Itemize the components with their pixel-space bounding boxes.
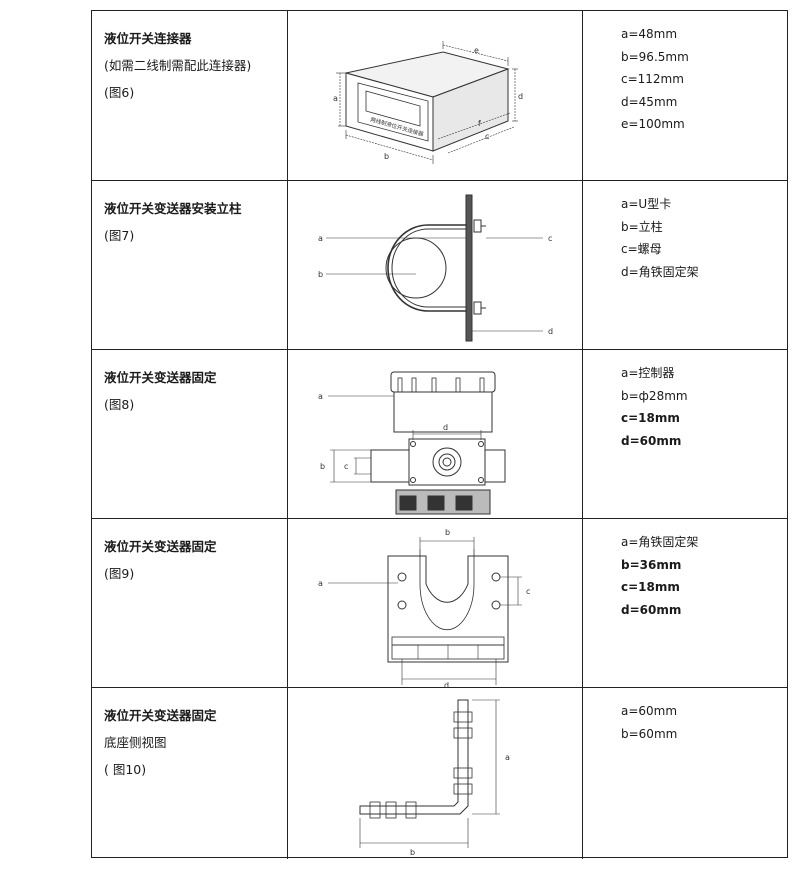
spec-line: b=立柱: [621, 219, 663, 234]
dim-label-a: a: [318, 579, 323, 588]
row-title-cell: 液位开关连接器 (如需二线制需配此连接器) (图6): [92, 11, 288, 180]
dim-label-c: c: [485, 132, 489, 141]
dim-label-b: b: [320, 462, 325, 471]
spec-line: d=45mm: [621, 94, 678, 109]
row-title-line: 液位开关变送器固定: [104, 370, 217, 385]
row-title-line: ( 图10): [104, 762, 147, 777]
table-row: 液位开关变送器安装立柱 (图7) a: [92, 181, 787, 350]
row-title-line: (图7): [104, 228, 135, 243]
row-title-cell: 液位开关变送器固定 (图8): [92, 350, 288, 518]
spec-cell: a=角铁固定架 b=36mm c=18mm d=60mm: [583, 519, 787, 687]
dim-label-d: d: [518, 92, 523, 101]
dim-label-a: a: [505, 753, 510, 762]
dim-label-c: c: [344, 462, 348, 471]
row-title-line: 底座侧视图: [104, 735, 167, 750]
controller-fixing-drawing: a b c d: [318, 371, 506, 515]
table-row: 液位开关变送器固定 (图8): [92, 350, 787, 519]
spec-line: d=角铁固定架: [621, 264, 699, 279]
spec-cell: a=48mm b=96.5mm c=112mm d=45mm e=100mm: [583, 11, 787, 180]
dim-label-c: c: [548, 234, 552, 243]
spec-line: b=96.5mm: [621, 49, 689, 64]
table-row: 液位开关变送器固定 底座侧视图 ( 图10): [92, 688, 787, 859]
row-title-line: 液位开关变送器固定: [104, 708, 217, 723]
dim-label-d: d: [548, 327, 553, 336]
dim-label-a: a: [318, 392, 323, 401]
spec-line: a=控制器: [621, 366, 675, 380]
spec-line: d=60mm: [621, 602, 682, 617]
table-row: 液位开关连接器 (如需二线制需配此连接器) (图6): [92, 11, 787, 181]
row-title-line: 液位开关变送器安装立柱: [104, 201, 242, 216]
spec-line: a=U型卡: [621, 197, 672, 211]
controller-fixing-diagram: a b c d: [288, 350, 583, 518]
row-title-cell: 液位开关变送器固定 底座侧视图 ( 图10): [92, 688, 288, 859]
dim-label-d: d: [444, 681, 449, 688]
spec-line: a=48mm: [621, 27, 678, 41]
dim-label-a: a: [318, 234, 323, 243]
spec-line: a=60mm: [621, 704, 678, 718]
row-title-cell: 液位开关变送器固定 (图9): [92, 519, 288, 687]
row-title-cell: 液位开关变送器安装立柱 (图7): [92, 181, 288, 349]
row-title-line: (如需二线制需配此连接器): [104, 58, 252, 73]
dim-label-e: e: [474, 46, 479, 55]
dim-label-b: b: [445, 528, 450, 537]
mounting-post-diagram: a b c d: [288, 181, 583, 349]
spec-line: d=60mm: [621, 433, 682, 448]
spec-cell: a=U型卡 b=立柱 c=螺母 d=角铁固定架: [583, 181, 787, 349]
table-row: 液位开关变送器固定 (图9): [92, 519, 787, 688]
spec-cell: a=60mm b=60mm: [583, 688, 787, 859]
dim-label-f: f: [478, 119, 481, 128]
dim-label-d: d: [443, 423, 448, 432]
dim-label-b: b: [384, 152, 389, 161]
dim-label-a: a: [333, 94, 338, 103]
mounting-post-drawing: a b c d: [318, 194, 553, 342]
spec-line: e=100mm: [621, 117, 685, 131]
spec-line: c=18mm: [621, 411, 680, 425]
connector-diagram: a b c d e f 两线制液位开关连接器: [288, 11, 583, 180]
angle-bracket-diagram: b a c d: [288, 519, 583, 688]
spec-line: c=螺母: [621, 242, 662, 256]
spec-cell: a=控制器 b=ф28mm c=18mm d=60mm: [583, 350, 787, 518]
row-title-line: (图6): [104, 85, 135, 100]
row-title-line: 液位开关连接器: [104, 31, 192, 46]
spec-line: b=ф28mm: [621, 388, 688, 403]
connector-drawing: a b c d e f 两线制液位开关连接器: [333, 41, 523, 164]
spec-line: a=角铁固定架: [621, 535, 699, 549]
spec-line: b=36mm: [621, 557, 682, 572]
base-side-view-drawing: a b: [359, 699, 510, 857]
row-title-line: (图8): [104, 397, 135, 412]
dim-label-b: b: [318, 270, 323, 279]
angle-bracket-drawing: b a c d: [318, 528, 530, 688]
row-title-line: (图9): [104, 566, 135, 581]
dim-label-c: c: [526, 587, 530, 596]
spec-line: c=112mm: [621, 72, 684, 86]
spec-line: b=60mm: [621, 726, 678, 741]
row-title-line: 液位开关变送器固定: [104, 539, 217, 554]
dim-label-b: b: [410, 848, 415, 857]
spec-line: c=18mm: [621, 580, 680, 594]
base-side-view-diagram: a b: [288, 688, 583, 859]
spec-table: 液位开关连接器 (如需二线制需配此连接器) (图6): [91, 10, 788, 859]
